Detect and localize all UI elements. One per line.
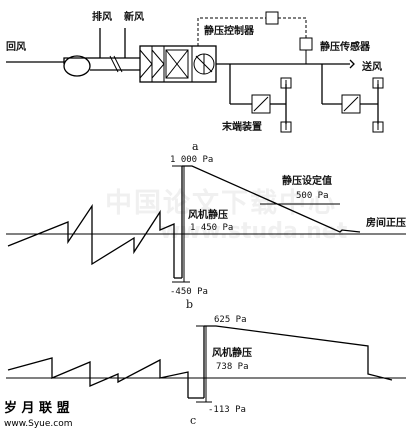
static-sensor-label: 静压传感器 xyxy=(320,40,371,53)
fan-static-label-b: 风机静压 xyxy=(188,208,228,221)
mixing-damper-icon xyxy=(109,55,123,73)
watermark-line1: 中国论文下载中心 xyxy=(105,187,337,219)
caption-a: a xyxy=(192,140,199,153)
diagram-c: 625 Pa 风机静压 738 Pa -113 Pa c xyxy=(6,315,406,427)
static-controller-box xyxy=(265,11,279,25)
air-handling-unit xyxy=(139,45,217,83)
fan-static-value-b: 1 450 Pa xyxy=(190,223,233,233)
control-signal-line xyxy=(197,17,266,46)
fresh-air-label: 新风 xyxy=(124,10,144,23)
terminal-branch-2 xyxy=(321,64,384,133)
pressure-profile-b-left xyxy=(7,203,175,278)
watermark: 中国论文下载中心 www.studa.net xyxy=(105,187,348,244)
terminal-device-label: 末端装置 xyxy=(222,120,262,133)
fan-static-label-c: 风机静压 xyxy=(212,346,252,359)
bottom-value-b: -450 Pa xyxy=(170,287,208,297)
setpoint-value-b: 500 Pa xyxy=(296,191,329,201)
return-air-label: 回风 xyxy=(6,41,26,53)
static-controller-label: 静压控制器 xyxy=(204,24,255,37)
footer-logo-text: 岁 月 联 盟 xyxy=(4,400,70,416)
bottom-value-c: -113 Pa xyxy=(208,405,246,415)
footer-logo: 岁 月 联 盟 www.Syue.com xyxy=(4,400,72,429)
terminal-branch-1 xyxy=(229,64,292,133)
fan-static-value-c: 738 Pa xyxy=(216,362,249,372)
diagram-a: 回风 排风 新风 xyxy=(6,10,384,153)
diagram-b: 1 000 Pa 静压设定值 500 Pa 风机静压 1 450 Pa 房间正压… xyxy=(6,155,406,311)
pressure-profile-c-right xyxy=(204,325,393,381)
watermark-line2: www.studa.net xyxy=(160,219,348,244)
top-value-c: 625 Pa xyxy=(214,315,247,325)
pressure-profile-b-right xyxy=(182,165,361,233)
caption-c: c xyxy=(190,414,196,427)
supply-air-label: 送风 xyxy=(361,60,382,73)
footer-url: www.Syue.com xyxy=(4,419,72,429)
exhaust-air-label: 排风 xyxy=(92,10,112,23)
pressure-profile-c-left xyxy=(7,357,189,398)
room-positive-label-b: 房间正压 xyxy=(366,216,406,229)
caption-b: b xyxy=(186,298,193,311)
return-fan-icon xyxy=(63,55,140,77)
static-sensor-box xyxy=(299,37,313,51)
setpoint-label-b: 静压设定值 xyxy=(282,174,332,187)
top-value-b: 1 000 Pa xyxy=(170,155,213,165)
